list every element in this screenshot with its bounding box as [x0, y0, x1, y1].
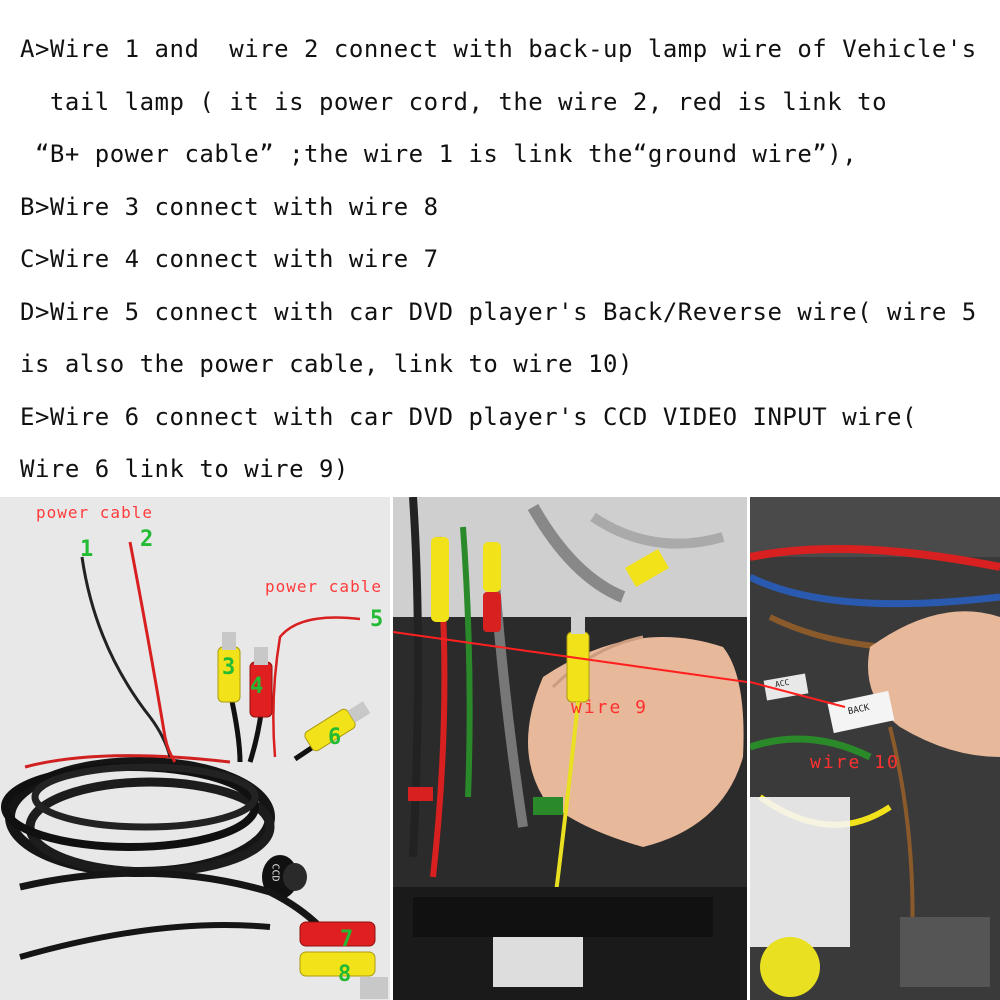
instruction-line-b: B>Wire 3 connect with wire 8: [20, 193, 439, 221]
instruction-line-a2: tail lamp ( it is power cord, the wire 2…: [20, 88, 888, 116]
instruction-line-e2: Wire 6 link to wire 9): [20, 455, 349, 483]
back-wire-photo: BACK ACC wire 10: [750, 497, 1000, 1000]
dvd-harness-illustration: [393, 497, 747, 1000]
instruction-line-a1: A>Wire 1 and wire 2 connect with back-up…: [20, 35, 977, 63]
wire-number-1: 1: [80, 537, 94, 562]
wire-number-6: 6: [328, 725, 342, 750]
instruction-line-d2: is also the power cable, link to wire 10…: [20, 350, 633, 378]
instruction-line-d1: D>Wire 5 connect with car DVD player's B…: [20, 298, 977, 326]
wire-number-3: 3: [222, 655, 236, 680]
power-cable-label-mid: power cable: [265, 577, 382, 596]
wire-10-label: wire 10: [810, 752, 900, 773]
instruction-line-a3: “B+ power cable” ;the wire 1 is link the…: [20, 140, 858, 168]
instruction-line-c: C>Wire 4 connect with wire 7: [20, 245, 439, 273]
wire-number-4: 4: [250, 674, 264, 699]
wire-9-label: wire 9: [571, 697, 649, 718]
instruction-line-e1: E>Wire 6 connect with car DVD player's C…: [20, 403, 917, 431]
camera-ccd-text: CCD: [269, 863, 281, 882]
back-wire-illustration: [750, 497, 1000, 1000]
camera-cable-illustration: [0, 497, 390, 1000]
wire-number-8: 8: [338, 962, 352, 987]
wire-number-5: 5: [370, 607, 384, 632]
camera-cable-photo: power cable power cable 1 2 3 4 5 6 7 8 …: [0, 497, 390, 1000]
wire-number-2: 2: [140, 527, 154, 552]
wire-number-7: 7: [340, 927, 354, 952]
dvd-harness-photo: wire 9: [393, 497, 747, 1000]
power-cable-label-top: power cable: [36, 503, 153, 522]
instructions-text: A>Wire 1 and wire 2 connect with back-up…: [0, 0, 1000, 495]
